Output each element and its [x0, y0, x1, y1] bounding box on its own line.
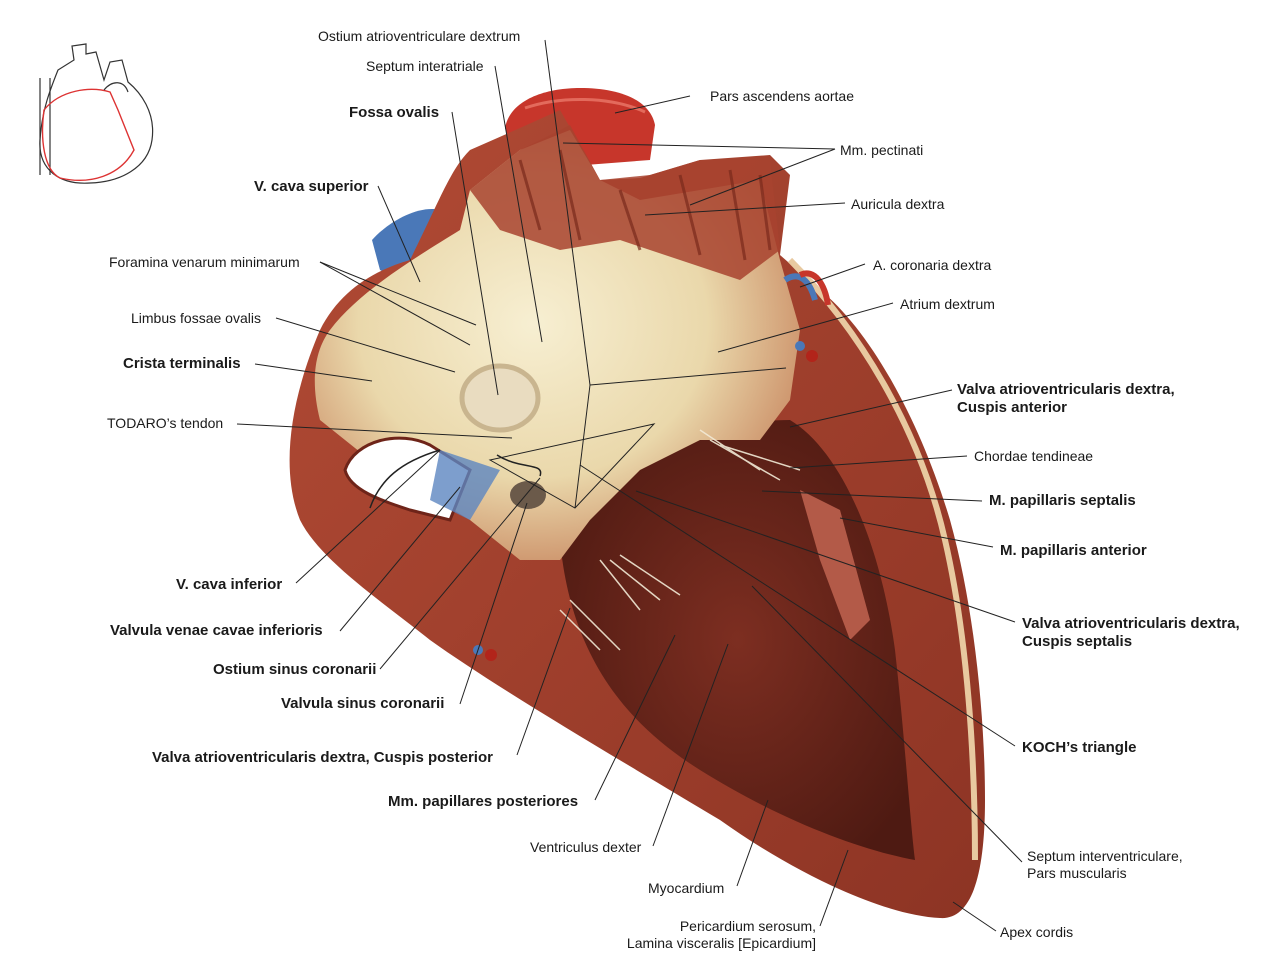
label-crista-terminalis: Crista terminalis [123, 355, 241, 372]
label-koch-triangle: KOCH’s triangle [1022, 739, 1137, 756]
label-valvula-venae-cavae-inferioris: Valvula venae cavae inferioris [110, 622, 323, 639]
label-foramina-venarum-minimarum: Foramina venarum minimarum [109, 254, 300, 270]
fossa-ovalis [459, 363, 541, 433]
label-septum-interatriale: Septum interatriale [366, 58, 484, 74]
label-a-coronaria-dextra: A. coronaria dextra [873, 257, 992, 273]
label-m-papillaris-septalis: M. papillaris septalis [989, 492, 1136, 509]
label-chordae-tendineae: Chordae tendineae [974, 448, 1094, 464]
label-valva-av-dextra-cuspis-anterior: Valva atrioventricularis dextra, Cuspis … [957, 381, 1175, 417]
label-valva-av-dextra-cuspis-septalis-line2: Cuspis septalis [1022, 633, 1133, 650]
label-m-papillaris-anterior: M. papillaris anterior [1000, 542, 1147, 559]
papillary-muscle [800, 490, 870, 640]
heart-orientation-icon [39, 43, 154, 184]
label-ventriculus-dexter: Ventriculus dexter [530, 839, 642, 855]
label-myocardium: Myocardium [648, 880, 725, 896]
label-v-cava-inferior: V. cava inferior [176, 576, 283, 593]
label-septum-interventriculare-line2: Pars muscularis [1027, 865, 1127, 881]
label-apex-cordis: Apex cordis [1000, 924, 1074, 940]
label-ostium-av-dextrum: Ostium atrioventriculare dextrum [318, 28, 521, 44]
label-auricula-dextra: Auricula dextra [851, 196, 945, 212]
label-pericardium-serosum-line1: Pericardium serosum, [679, 918, 816, 934]
label-mm-pectinati: Mm. pectinati [840, 142, 924, 158]
label-pericardium-serosum: Pericardium serosum, Lamina visceralis [… [612, 918, 816, 952]
label-valva-av-dextra-cuspis-posterior: Valva atrioventricularis dextra, Cuspis … [152, 749, 493, 766]
label-atrium-dextrum: Atrium dextrum [900, 296, 995, 312]
label-fossa-ovalis: Fossa ovalis [349, 104, 440, 121]
label-mm-papillares-posteriores: Mm. papillares posteriores [388, 793, 579, 810]
leader-lines [236, 39, 1023, 932]
label-valvula-sinus-coronarii: Valvula sinus coronarii [281, 695, 445, 712]
coronary-sinus [510, 481, 546, 509]
label-valva-av-dextra-cuspis-septalis: Valva atrioventricularis dextra, Cuspis … [1022, 615, 1240, 651]
label-v-cava-superior: V. cava superior [254, 178, 369, 195]
label-valva-av-dextra-cuspis-anterior-line2: Cuspis anterior [957, 399, 1068, 416]
label-valva-av-dextra-cuspis-septalis-line1: Valva atrioventricularis dextra, [1022, 615, 1240, 632]
label-septum-interventriculare: Septum interventriculare, Pars musculari… [1027, 848, 1183, 882]
label-septum-interventriculare-line1: Septum interventriculare, [1027, 848, 1183, 864]
label-todaro-tendon: TODARO’s tendon [107, 415, 224, 431]
label-valva-av-dextra-cuspis-anterior-line1: Valva atrioventricularis dextra, [957, 381, 1175, 398]
label-pars-ascendens-aortae: Pars ascendens aortae [710, 88, 854, 104]
label-ostium-sinus-coronarii: Ostium sinus coronarii [213, 661, 377, 678]
label-pericardium-serosum-line2: Lamina visceralis [Epicardium] [626, 935, 816, 951]
label-limbus-fossae-ovalis: Limbus fossae ovalis [131, 310, 261, 326]
